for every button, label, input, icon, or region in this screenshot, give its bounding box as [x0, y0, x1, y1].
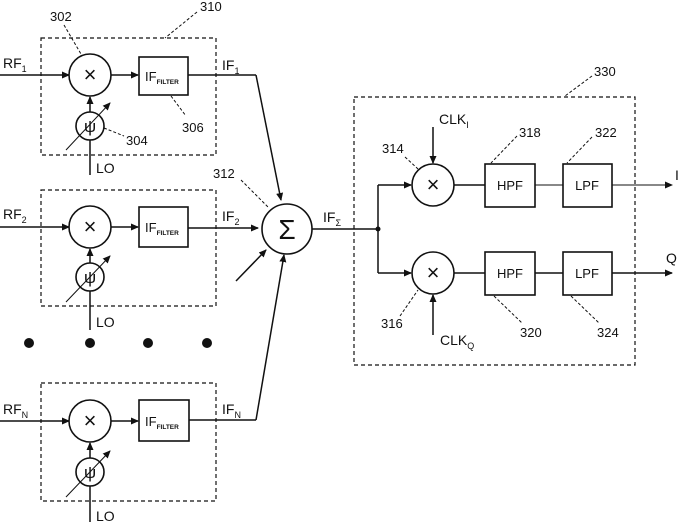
dot-2	[85, 338, 95, 348]
mixer-1-symbol: ×	[84, 62, 97, 87]
leader-320	[494, 296, 522, 323]
ref-330: 330	[594, 64, 616, 79]
ref-312: 312	[213, 166, 235, 181]
rf1-label: RF1	[3, 55, 27, 74]
i-output-label: I	[675, 167, 679, 183]
continuation-dots	[24, 338, 212, 348]
dot-4	[202, 338, 212, 348]
lo2-label: LO	[96, 314, 115, 330]
leader-324	[571, 296, 599, 323]
ref-318: 318	[519, 125, 541, 140]
leader-330	[565, 76, 592, 96]
q-hpf-label: HPF	[497, 266, 523, 281]
i-lpf-label: LPF	[575, 178, 599, 193]
extra-input-arrow	[236, 250, 266, 281]
dot-1	[24, 338, 34, 348]
ref-316: 316	[381, 316, 403, 331]
ref-302: 302	[50, 9, 72, 24]
ref-322: 322	[595, 125, 617, 140]
leader-318	[491, 136, 517, 163]
q-mixer-symbol: ×	[427, 260, 440, 285]
channel-block-2	[41, 190, 216, 306]
leader-316	[400, 290, 418, 316]
q-lpf-label: LPF	[575, 266, 599, 281]
i-mixer-symbol: ×	[427, 172, 440, 197]
mixer-2-symbol: ×	[84, 214, 97, 239]
ref-314: 314	[382, 141, 404, 156]
clk-q-label: CLKQ	[440, 332, 474, 351]
ref-324: 324	[597, 325, 619, 340]
rf2-label: RF2	[3, 206, 27, 225]
leader-314	[405, 157, 418, 169]
clk-i-label: CLKI	[439, 111, 469, 130]
demod-block: 330 × CLKI HPF LPF I 314 318 322 × CLKQ …	[354, 64, 679, 365]
lon-label: LO	[96, 508, 115, 522]
dot-3	[143, 338, 153, 348]
ref-310: 310	[200, 0, 222, 14]
q-output-label: Q	[666, 250, 677, 266]
ifn-label: IFN	[222, 401, 241, 420]
leader-310	[165, 12, 197, 38]
leader-304	[104, 128, 124, 136]
if1-line-b	[256, 75, 281, 200]
channel-n: RFN × IFFILTER ψ LO IFN	[0, 255, 284, 522]
ifn-line-b	[256, 255, 284, 420]
if-sum-label: IFΣ	[323, 209, 341, 228]
channel-2: RF2 × IFFILTER ψ LO IF2	[0, 190, 258, 330]
leader-312	[241, 180, 268, 207]
ref-304: 304	[126, 133, 148, 148]
sigma-symbol: Σ	[278, 214, 295, 245]
ref-306: 306	[182, 120, 204, 135]
rfn-label: RFN	[3, 401, 28, 420]
i-hpf-label: HPF	[497, 178, 523, 193]
ref-320: 320	[520, 325, 542, 340]
if1-label: IF1	[222, 57, 239, 76]
lo1-label: LO	[96, 160, 115, 176]
leader-302	[64, 25, 81, 54]
mixer-n-symbol: ×	[84, 408, 97, 433]
if2-label: IF2	[222, 208, 239, 227]
channel-1: RF1 × IFFILTER ψ LO IF1 302 310 306 304	[0, 0, 281, 200]
leader-306	[171, 96, 186, 116]
leader-322	[567, 137, 592, 163]
